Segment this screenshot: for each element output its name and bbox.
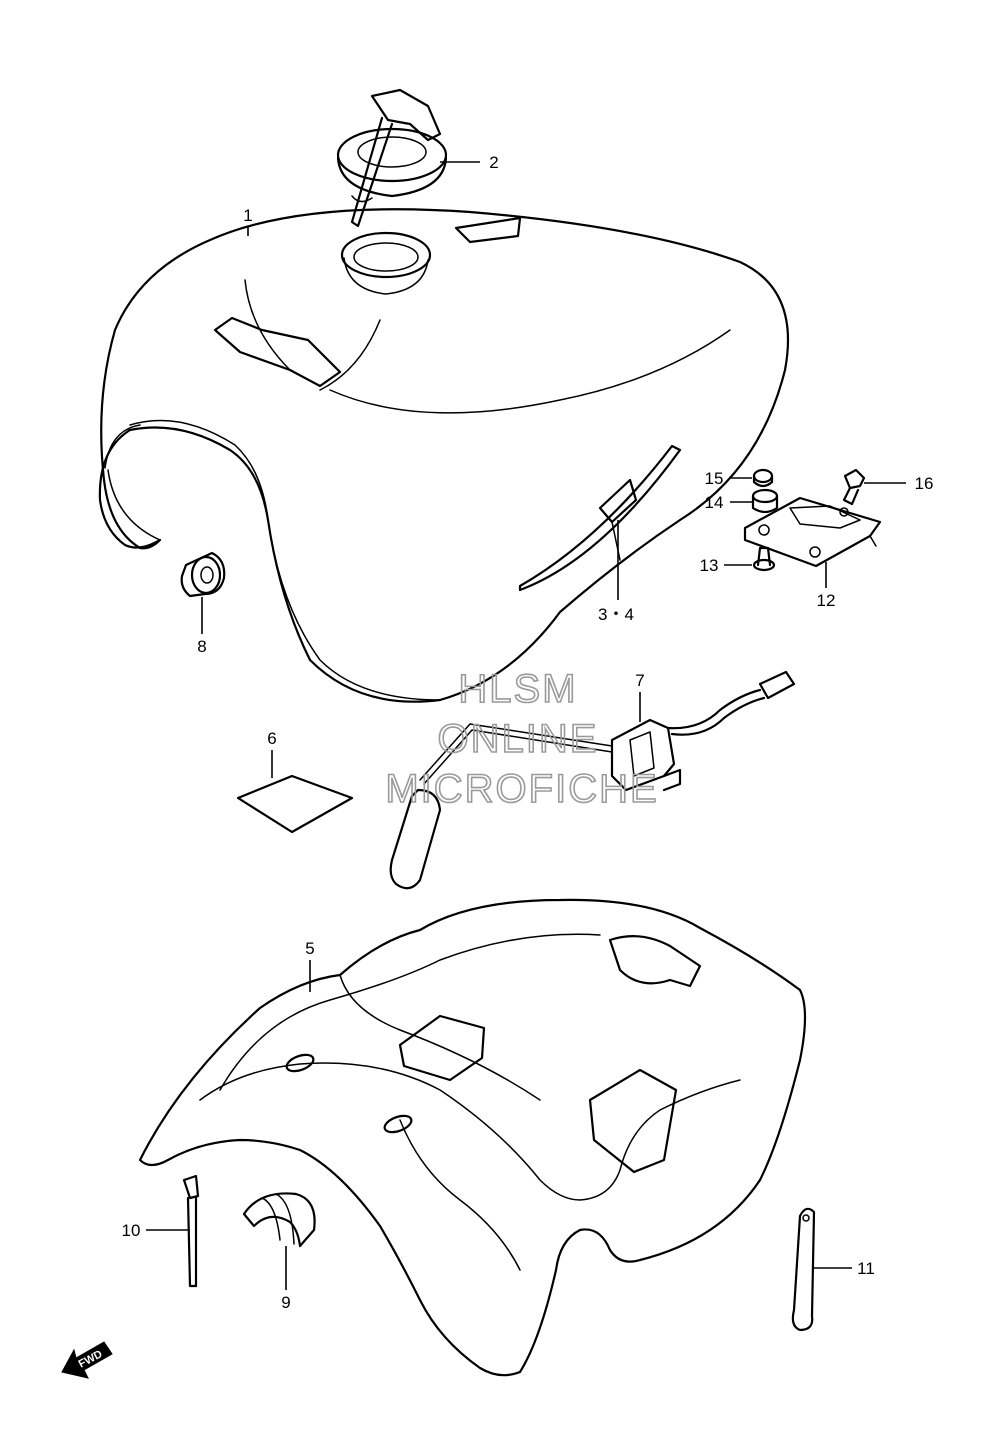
clip-part[interactable] (242, 1192, 316, 1248)
nut-part-15 (752, 468, 774, 488)
callout-11: 11 (857, 1259, 875, 1278)
watermark-line-1: HLSM (458, 667, 577, 711)
watermark-line-3: MICROFICHE (385, 767, 658, 811)
cushion-part-14 (751, 488, 779, 514)
callout-8: 8 (197, 637, 206, 656)
leader-lines (146, 161, 906, 1290)
callout-16: 16 (915, 474, 934, 493)
callout-1: 1 (243, 206, 252, 225)
clamp-part[interactable] (791, 1207, 816, 1332)
watermark-line-2: ONLINE (438, 717, 599, 761)
pad-part[interactable] (236, 774, 354, 834)
fuel-gauge-part[interactable] (389, 670, 796, 890)
callout-15: 15 (705, 469, 724, 488)
callout-14: 14 (705, 493, 724, 512)
cable-tie-part[interactable] (182, 1174, 200, 1288)
callout-13: 13 (700, 556, 719, 575)
hardware-group[interactable] (743, 468, 882, 572)
callout-2: 2 (489, 153, 498, 172)
heat-insulator-part[interactable] (138, 898, 807, 1377)
callout-7: 7 (635, 671, 644, 690)
forward-arrow-icon: FWD (61, 1341, 113, 1379)
callout-12: 12 (817, 591, 836, 610)
fuel-cap-part[interactable] (336, 88, 448, 228)
fwd-label: FWD (77, 1348, 105, 1370)
fuel-tank-part[interactable] (98, 208, 790, 703)
callout-5: 5 (305, 939, 314, 958)
callout-3-4: 3・4 (598, 605, 634, 624)
bolt-part-16 (842, 468, 866, 506)
callout-10: 10 (122, 1221, 141, 1240)
watermark: HLSM ONLINE MICROFICHE (385, 666, 658, 812)
callout-9: 9 (281, 1293, 290, 1312)
callout-6: 6 (267, 729, 276, 748)
bracket-part-12 (743, 496, 882, 568)
bolt-part-13 (752, 546, 776, 572)
callout-labels: 1 2 3・4 5 6 7 8 9 10 11 12 13 14 15 16 (122, 153, 934, 1312)
grommet-part[interactable] (180, 551, 226, 598)
